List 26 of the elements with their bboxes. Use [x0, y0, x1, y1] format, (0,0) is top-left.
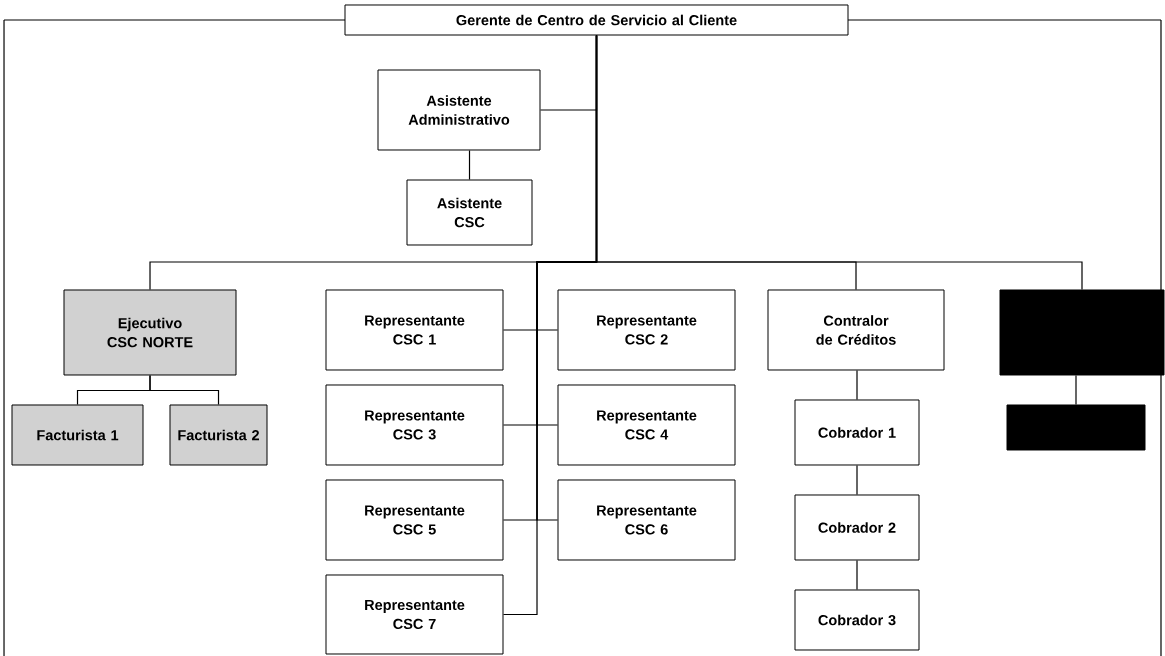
position-box: Asistente Administrativo [377, 69, 541, 151]
connector-line [595, 34, 1083, 291]
position-box: Cobrador 2 [794, 494, 920, 561]
position-box: Cobrador 1 [794, 399, 920, 466]
position-box: Cobrador 3 [794, 589, 920, 651]
connector-line [1075, 374, 1077, 406]
position-box: Representante CSC 2 [557, 289, 736, 371]
position-box: Representante CSC 3 [325, 384, 504, 466]
position-box: Facturista 1 [11, 404, 144, 466]
position-box: Representante CSC 6 [557, 479, 736, 561]
position-box: Representante CSC 7 [325, 574, 504, 655]
manager-box: Gerente de Centro de Servicio al Cliente [344, 4, 849, 36]
position-box: Asistente CSC [406, 179, 533, 246]
position-box: Representante CSC 1 [325, 289, 504, 371]
connector-line [149, 374, 220, 406]
position-box: Facturista 2 [169, 404, 268, 466]
position-box: Representante CSC 5 [325, 479, 504, 561]
connector-line [468, 149, 471, 181]
filled-box [999, 289, 1165, 376]
connector-line [856, 559, 858, 591]
filled-box [1006, 404, 1146, 451]
position-box: Representante CSC 4 [557, 384, 736, 466]
connector-line [856, 464, 858, 496]
position-box: Ejecutivo CSC NORTE [63, 289, 237, 376]
connector-line [856, 369, 858, 401]
position-box: Contralor de Créditos [767, 289, 945, 371]
